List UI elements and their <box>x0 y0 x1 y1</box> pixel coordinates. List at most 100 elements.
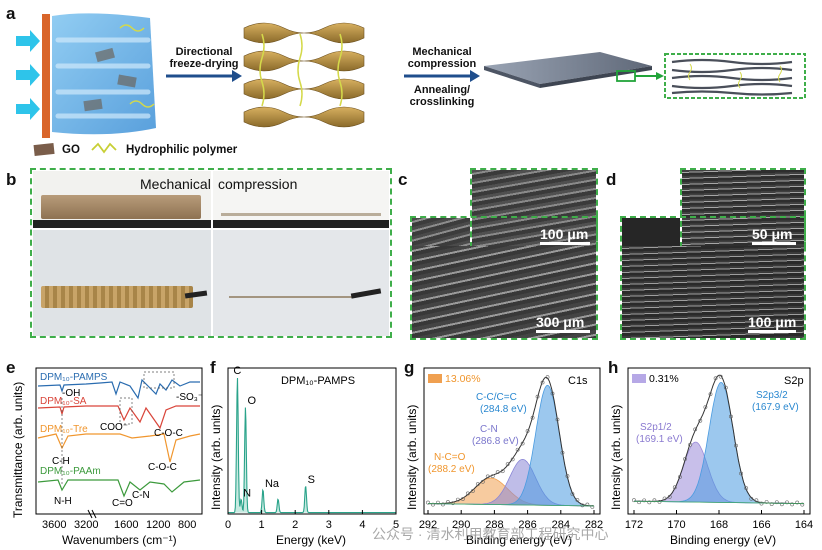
cold-arrows <box>16 30 40 120</box>
chart-ftir: 3600 3200 1600 1200 800 Wavenumbers (cm⁻… <box>11 367 203 547</box>
s2p-peak2-name: S2p1/2 <box>640 422 672 433</box>
xps-tick-label-2-3: 286 <box>518 519 536 531</box>
go-legend-icon <box>33 142 55 157</box>
eds-tick-label-1: 1 <box>259 519 265 531</box>
xps-point-2-138 <box>540 380 545 385</box>
xps-point-2-180 <box>575 498 580 502</box>
ftir-xtick-3200: 3200 <box>74 519 98 531</box>
xps-tick-label-3-0: 172 <box>625 519 643 531</box>
step-annealing: Annealing/ crosslinking <box>409 84 475 108</box>
xps-point-3-90 <box>708 392 713 397</box>
panel-letter-e: e <box>6 358 16 377</box>
xps-point-3-12 <box>642 498 647 503</box>
ftir-xlabel: Wavenumbers (cm⁻¹) <box>62 533 177 547</box>
xps-point-3-132 <box>744 486 749 491</box>
xps-point-2-42 <box>460 497 465 501</box>
xps-point-3-96 <box>713 376 718 381</box>
c1s-title: C1s <box>568 375 588 387</box>
xps-point-3-66 <box>688 442 693 447</box>
xps-point-2-6 <box>431 502 435 507</box>
xps-point-2-174 <box>570 492 575 496</box>
xps-point-3-60 <box>683 457 687 461</box>
step-compression: Mechanical compression <box>407 46 477 70</box>
sem-c-main-frame <box>410 216 598 340</box>
sem-c-main-scalebar <box>536 330 590 333</box>
ice-template <box>52 13 156 135</box>
eds-tick-label-4: 4 <box>359 519 365 531</box>
ftir-anno-coo: COO⁻ <box>100 422 128 433</box>
ftir-series-pampa: DPM₁₀-PAMPS <box>40 372 108 383</box>
xps-point-3-120 <box>734 443 738 448</box>
ftir-anno-oh: -OH <box>62 388 80 399</box>
ftir-xtick-1200: 1200 <box>146 519 170 531</box>
c1s-axes <box>423 367 601 515</box>
ftir-xtick-1600: 1600 <box>114 519 138 531</box>
ftir-series-paam: DPM₁₀-PAAm <box>40 466 101 477</box>
sem-d-main-scalebar <box>748 330 796 333</box>
xps-point-2-84 <box>495 470 500 475</box>
sem-d-inset-scale-label: 50 μm <box>752 226 793 242</box>
xps-point-2-162 <box>560 450 565 455</box>
xps-point-3-108 <box>723 385 728 390</box>
ftir-anno-so3: -SO₃⁻ <box>176 392 203 403</box>
polymer-legend-icon <box>91 142 117 154</box>
sem-c-inset-scalebar <box>540 242 590 245</box>
xps-point-2-126 <box>530 415 535 420</box>
xps-envelope-2 <box>428 376 595 507</box>
xps-point-2-36 <box>455 497 460 502</box>
s2p-title: S2p <box>784 375 804 387</box>
photo-panel-frame <box>30 168 392 338</box>
xps-baseline-3 <box>633 500 805 504</box>
xps-point-3-138 <box>749 496 754 501</box>
c1s-peak1-value: (284.8 eV) <box>480 404 527 415</box>
ftir-anno-nh: N-H <box>54 496 72 507</box>
ftir-anno-co: C=O <box>112 498 133 509</box>
xps-tick-label-3-1: 170 <box>667 519 685 531</box>
ftir-xtick-800: 800 <box>178 519 196 531</box>
xps-tick-label-3-4: 164 <box>795 519 813 531</box>
cold-plate <box>42 14 50 138</box>
ftir-trace-paam <box>37 479 201 498</box>
xps-point-3-186 <box>790 502 795 507</box>
xps-point-3-78 <box>698 418 703 423</box>
watermark: 公众号 · 清水利用教育部工程研究中心 <box>372 526 609 542</box>
eds-peak-label-5: S <box>308 474 315 486</box>
ftir-anno-coc-1: C-O-C <box>154 428 183 439</box>
ftir-trace-tre <box>37 433 201 463</box>
photo-before-top <box>33 171 211 228</box>
ftir-anno-coc-2: C-O-C <box>148 462 177 473</box>
compressed-film <box>484 52 652 84</box>
panel-letter-a: a <box>6 4 16 23</box>
eds-ylabel: Intensity (arb. units) <box>209 405 223 510</box>
sem-d-inset <box>682 170 804 246</box>
ftir-series-sa: DPM₁₀-SA <box>40 396 87 407</box>
c1s-peak1-name: C-C/C=C <box>476 392 517 403</box>
xps-point-2-198 <box>590 504 595 509</box>
sem-c-inset <box>472 170 596 246</box>
c1s-legend: 13.06% <box>445 373 481 385</box>
s2p-ylabel: Intensity (arb. units) <box>609 405 623 510</box>
ftir-trace-sa <box>37 405 200 430</box>
xps-point-3-156 <box>764 500 769 504</box>
photo-label-mechanical: Mechanical <box>140 176 211 192</box>
photo-after-top <box>213 171 389 228</box>
legend-polymer: Hydrophilic polymer <box>126 144 238 156</box>
xps-point-2-30 <box>451 501 455 506</box>
s2p-peak1-value: (167.9 eV) <box>752 402 799 413</box>
xps-point-3-150 <box>759 501 764 506</box>
eds-peak-label-2: O <box>247 395 256 407</box>
xps-point-3-42 <box>667 494 672 499</box>
xps-point-2-168 <box>565 474 570 478</box>
photo-label-compression: compression <box>218 176 298 192</box>
c1s-peak2-value: (286.8 eV) <box>472 436 519 447</box>
xps-point-2-90 <box>500 469 505 474</box>
xps-point-3-198 <box>800 502 805 507</box>
xps-point-3-0 <box>632 498 636 503</box>
xps-point-2-96 <box>505 462 510 467</box>
panel-letter-d: d <box>606 170 617 189</box>
eds-axes <box>227 367 397 515</box>
xps-tick-label-3-3: 166 <box>752 519 770 531</box>
panel-letter-c: c <box>398 170 408 189</box>
